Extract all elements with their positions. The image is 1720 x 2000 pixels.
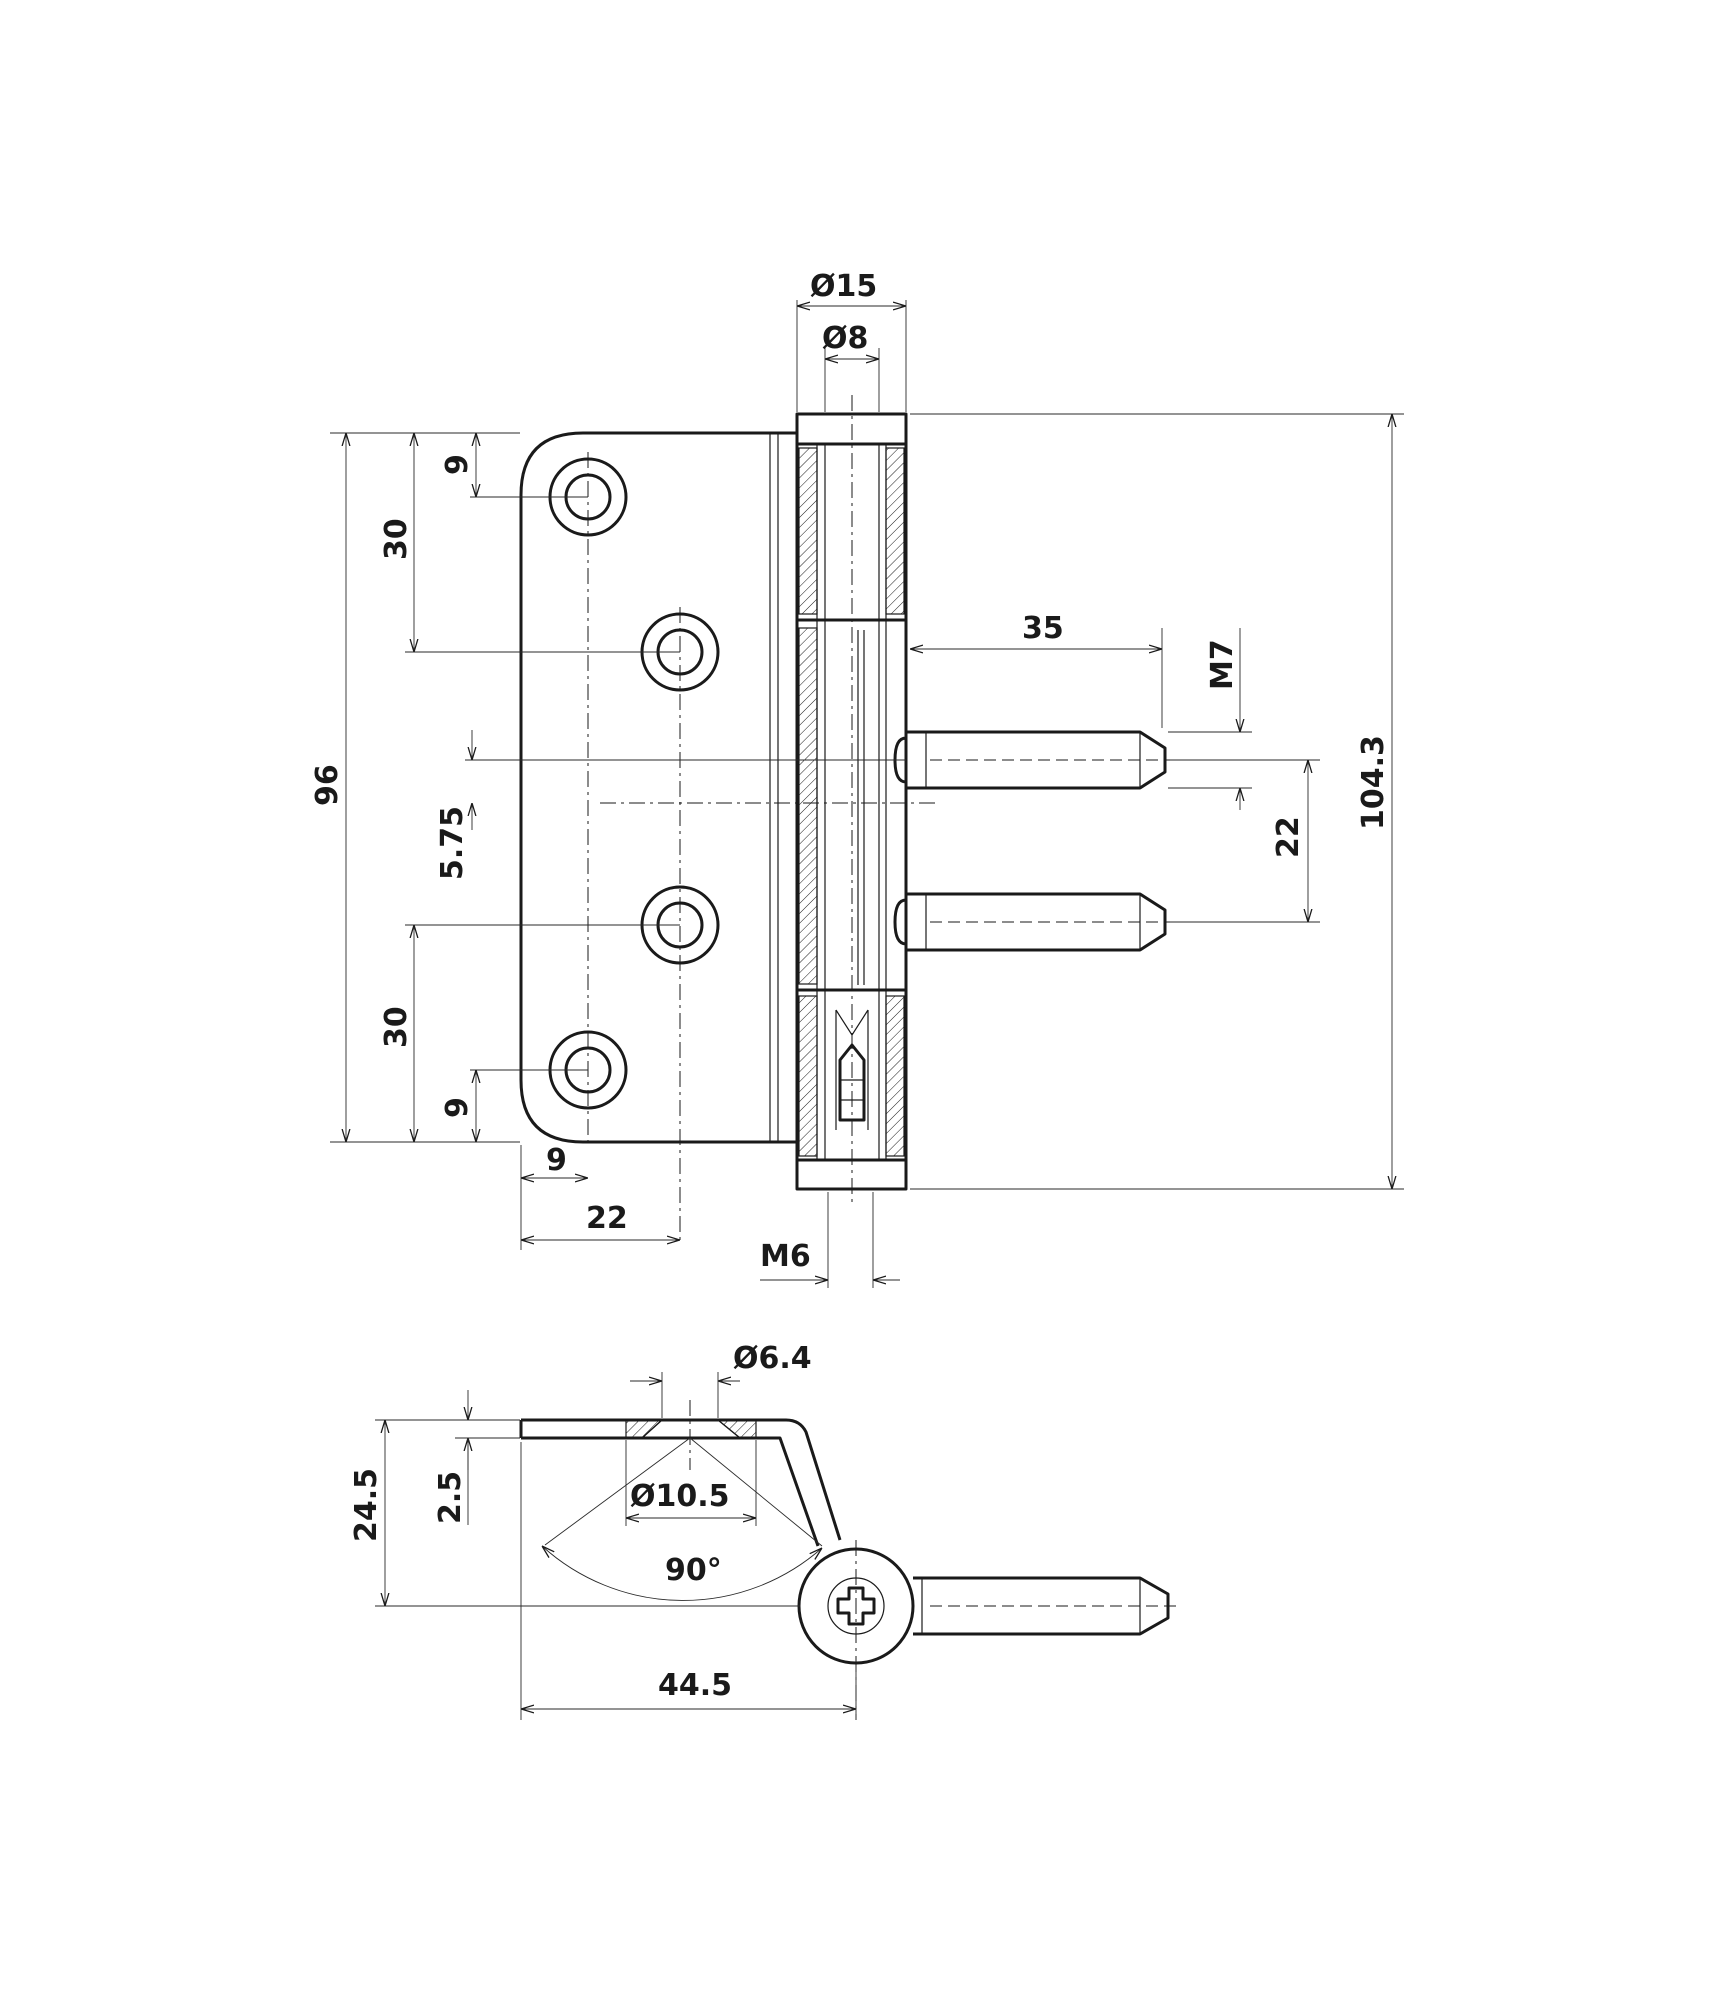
leaf-side-profile bbox=[521, 1418, 842, 1547]
dim-side-width: 44.5 bbox=[658, 1668, 732, 1703]
dim-hole-edge-offset: 9 bbox=[546, 1143, 567, 1178]
dim-center-offset: 5.75 bbox=[435, 806, 470, 880]
dim-pin-thread: M7 bbox=[1205, 639, 1240, 690]
side-view bbox=[519, 1400, 1178, 1720]
side-dimensions: Ø6.4 Ø10.5 2.5 24.5 90° 44.5 bbox=[349, 1341, 857, 1720]
dim-thickness: 2.5 bbox=[433, 1471, 468, 1524]
dim-leaf-height: 96 bbox=[310, 764, 345, 806]
dim-dia-barrel: Ø15 bbox=[810, 269, 877, 304]
dim-hole-top-offset: 9 bbox=[440, 454, 475, 475]
dim-pin-spacing: 22 bbox=[1271, 816, 1306, 858]
dim-dia-hole: Ø6.4 bbox=[733, 1341, 812, 1376]
dim-screw-thread: M6 bbox=[760, 1239, 811, 1274]
hinge-barrel-section bbox=[795, 395, 908, 1205]
front-dimensions: Ø15 Ø8 104.3 35 M7 22 96 9 bbox=[310, 269, 1404, 1288]
dim-pin-offset: 35 bbox=[1022, 611, 1064, 646]
dim-side-height: 24.5 bbox=[349, 1468, 384, 1542]
dim-hole-bottom-offset: 9 bbox=[440, 1097, 475, 1118]
front-view bbox=[519, 395, 1175, 1245]
dim-hole-col2-offset: 22 bbox=[586, 1201, 628, 1236]
dim-hole-spacing-top: 30 bbox=[379, 518, 414, 560]
dowel-pin-upper bbox=[893, 730, 1175, 790]
dowel-pin-lower bbox=[893, 892, 1175, 952]
dim-hole-spacing-bottom: 30 bbox=[379, 1006, 414, 1048]
dim-angle: 90° bbox=[665, 1553, 722, 1588]
hinge-leaf-plate bbox=[519, 431, 797, 1144]
dim-dia-pin: Ø8 bbox=[822, 321, 868, 356]
dowel-pin-side bbox=[913, 1576, 1178, 1636]
dim-dia-countersink: Ø10.5 bbox=[630, 1479, 730, 1514]
dim-total-height: 104.3 bbox=[1356, 735, 1391, 830]
